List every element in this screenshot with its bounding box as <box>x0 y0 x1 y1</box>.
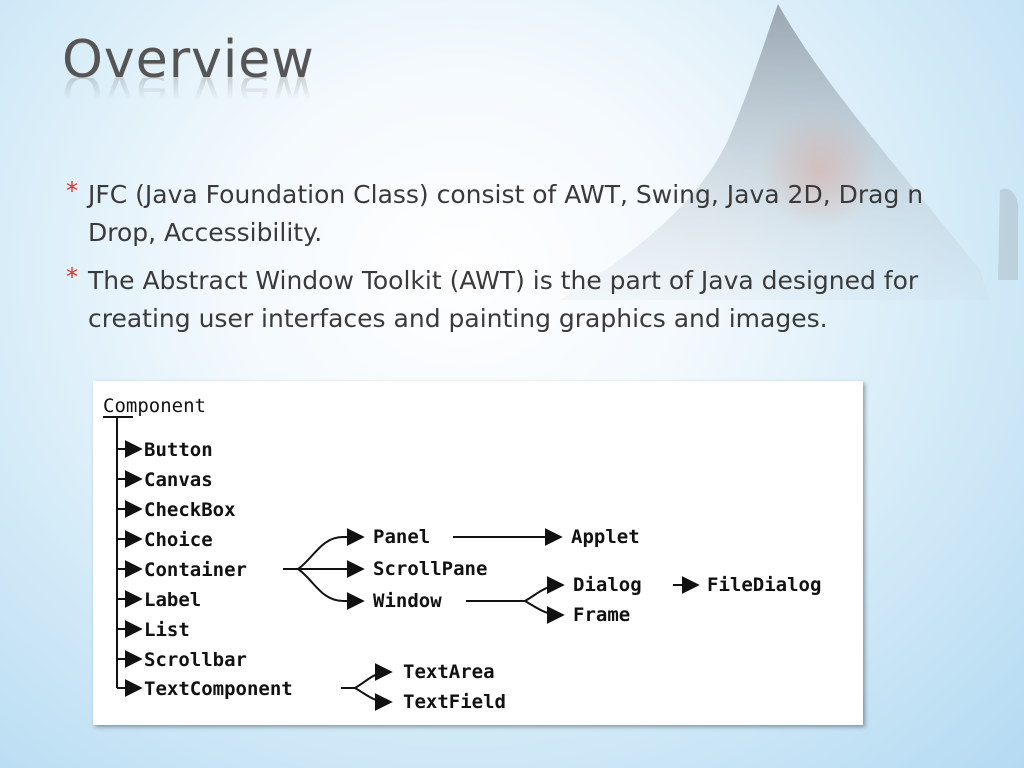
node-container: Container <box>144 559 247 581</box>
bullet-text: JFC (Java Foundation Class) consist of A… <box>88 180 924 247</box>
container-branches <box>283 528 365 610</box>
bullet-item-jfc: * JFC (Java Foundation Class) consist of… <box>66 176 946 252</box>
bullet-item-awt: * The Abstract Window Toolkit (AWT) is t… <box>66 262 946 338</box>
svg-text:Panel: Panel <box>373 526 430 548</box>
svg-text:Frame: Frame <box>573 604 630 626</box>
awt-hierarchy-diagram: Component Button Canvas CheckBox Choice … <box>93 381 863 725</box>
node-scrollbar: Scrollbar <box>144 649 247 671</box>
svg-text:Canvas: Canvas <box>144 469 213 491</box>
svg-text:Choice: Choice <box>144 529 213 551</box>
node-label: Label <box>144 589 201 611</box>
svg-text:Window: Window <box>373 590 442 612</box>
bullet-text: The Abstract Window Toolkit (AWT) is the… <box>88 266 919 333</box>
node-frame: Frame <box>573 604 630 626</box>
svg-text:TextComponent: TextComponent <box>144 678 293 700</box>
node-filedialog: FileDialog <box>707 574 821 596</box>
window-branches <box>466 576 565 624</box>
slide-title: Overview <box>62 30 315 90</box>
node-applet: Applet <box>571 526 640 548</box>
node-component: Component <box>103 395 206 417</box>
node-textarea: TextArea <box>403 661 495 683</box>
node-scrollpane: ScrollPane <box>373 558 487 580</box>
svg-text:Label: Label <box>144 589 201 611</box>
svg-text:Dialog: Dialog <box>573 574 642 596</box>
node-window: Window <box>373 590 442 612</box>
node-checkbox: CheckBox <box>144 499 236 521</box>
svg-text:Scrollbar: Scrollbar <box>144 649 247 671</box>
svg-text:Component: Component <box>103 395 206 417</box>
bullet-list: * JFC (Java Foundation Class) consist of… <box>66 176 946 348</box>
child-branches <box>117 440 143 697</box>
svg-text:FileDialog: FileDialog <box>707 574 821 596</box>
slide-title-reflection: Overview <box>62 78 315 118</box>
node-dialog: Dialog <box>573 574 642 596</box>
node-canvas: Canvas <box>144 469 213 491</box>
svg-text:Container: Container <box>144 559 247 581</box>
node-textcomponent: TextComponent <box>144 678 293 700</box>
node-choice: Choice <box>144 529 213 551</box>
svg-text:TextField: TextField <box>403 691 506 713</box>
awt-hierarchy-svg: Component Button Canvas CheckBox Choice … <box>103 395 821 713</box>
node-textfield: TextField <box>403 691 506 713</box>
svg-text:CheckBox: CheckBox <box>144 499 236 521</box>
svg-text:ScrollPane: ScrollPane <box>373 558 487 580</box>
bullet-star-icon: * <box>66 263 78 291</box>
node-button: Button <box>144 439 213 461</box>
svg-text:List: List <box>144 619 190 641</box>
svg-text:Applet: Applet <box>571 526 640 548</box>
svg-text:Button: Button <box>144 439 213 461</box>
node-panel: Panel <box>373 526 430 548</box>
node-list: List <box>144 619 190 641</box>
bullet-star-icon: * <box>66 177 78 205</box>
textcomponent-branches <box>341 663 393 711</box>
svg-text:TextArea: TextArea <box>403 661 495 683</box>
